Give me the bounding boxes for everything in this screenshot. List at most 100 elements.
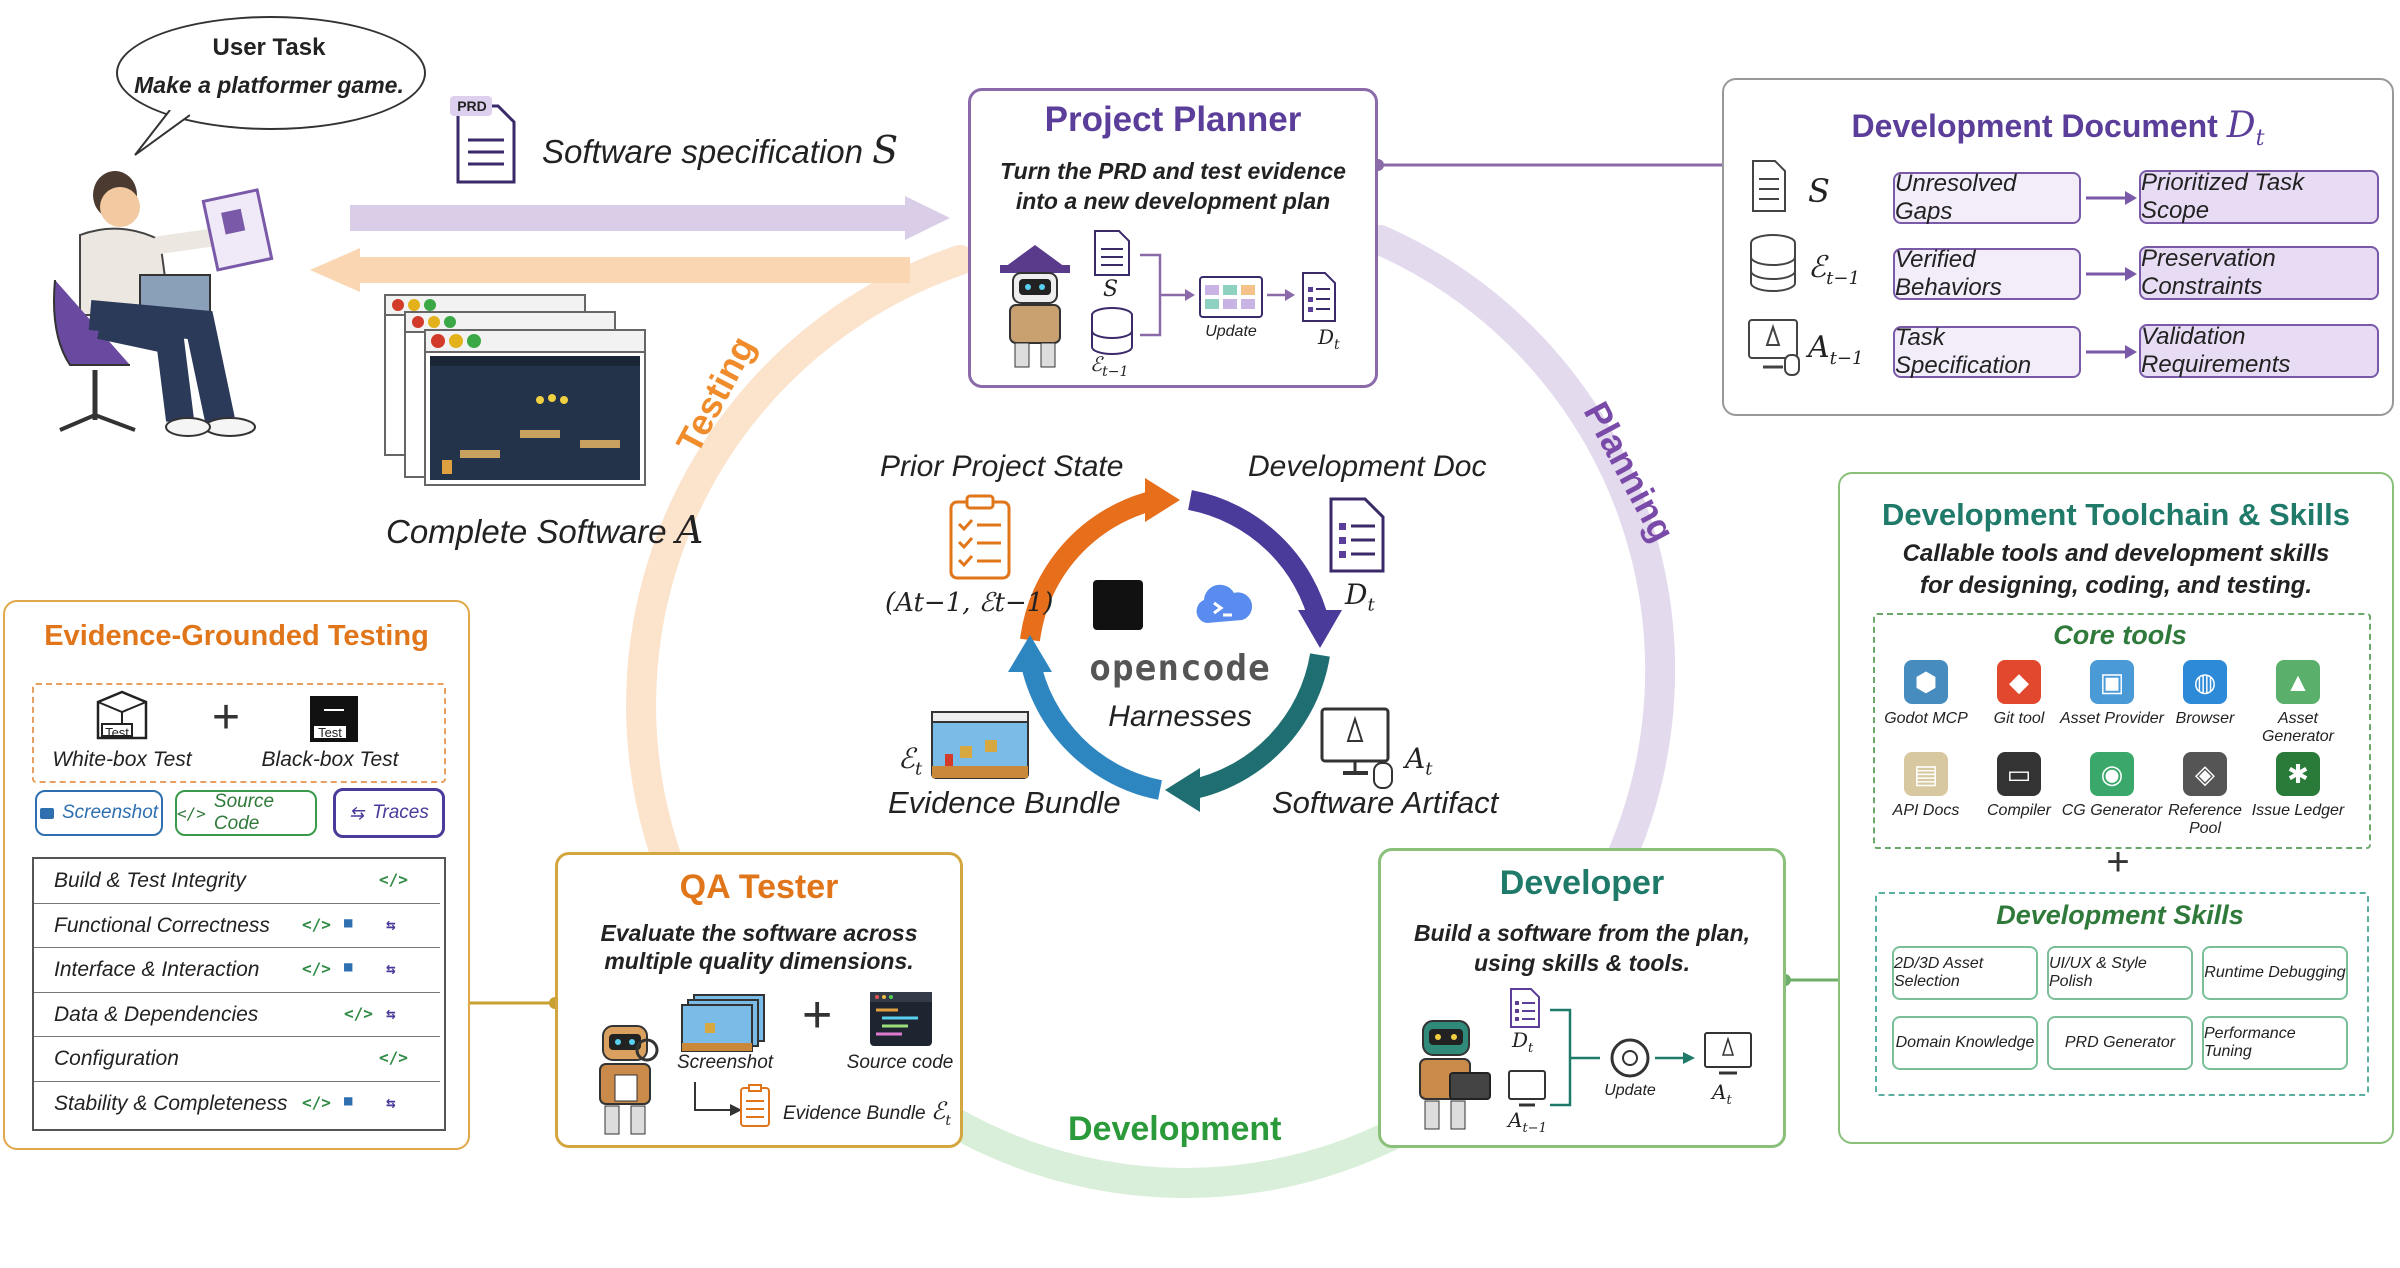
verified-behaviors-pill: Verified Behaviors	[1893, 246, 2081, 301]
qa-screenshot-label: Screenshot	[676, 1052, 774, 1073]
source-code-chip: </> Source Code	[175, 790, 317, 836]
qa-source-code-icon	[870, 992, 932, 1046]
git-tool-icon: ◆	[1997, 660, 2041, 704]
tool-label: API Docs	[1892, 802, 1960, 819]
whitebox-test-label: White-box Test	[52, 748, 192, 771]
dev-skills-title: Development Skills	[1996, 900, 2244, 930]
user-task-text: Make a platformer game.	[134, 72, 404, 98]
planner-e-label: ℰt−1	[1090, 352, 1128, 380]
reference-pool-icon: ◈	[2183, 752, 2227, 796]
tool-label: Browser	[2175, 710, 2235, 727]
artifact-sym: A	[1405, 742, 1426, 775]
code-icon: </>	[302, 959, 331, 978]
api-docs-icon: ▤	[1904, 752, 1948, 796]
tool-label: Compiler	[1986, 802, 2051, 819]
bubble-tail-icon	[134, 110, 190, 156]
developer-robot-icon	[1419, 1020, 1491, 1130]
dev-doc-row1-sym: S	[1808, 172, 1830, 210]
tool-label: Reference Pool	[2168, 802, 2242, 837]
quality-row: Interface & Interaction</>■⇆	[34, 948, 440, 993]
browser-icon: ◍	[2183, 660, 2227, 704]
trace-icon: ⇆	[386, 1003, 396, 1023]
core-tools-title: Core tools	[2053, 620, 2187, 650]
dev-d-sub: t	[1528, 1041, 1534, 1056]
code-icon: </>	[379, 870, 408, 889]
dev-out-sub: t	[1726, 1093, 1732, 1108]
developer-flow-icons	[1508, 988, 1752, 1107]
qa-bundle-arrow	[694, 1082, 742, 1116]
skill-chip: 2D/3D Asset Selection	[1892, 946, 2038, 1000]
developer-desc-line2: using skills & tools.	[1474, 950, 1690, 976]
complete-software-text: Complete Software	[386, 513, 667, 550]
dev-doc-title-text: Development Document	[1851, 108, 2218, 144]
spec-label: Software specification S	[542, 128, 898, 172]
planner-d-sym: D	[1318, 325, 1335, 349]
dev-doc-row3-symbol: At−1	[1808, 330, 1863, 369]
dev-doc-row2-sub: t−1	[1826, 268, 1860, 289]
plus-sign: +	[212, 691, 241, 744]
tool-label: Git tool	[1993, 710, 2045, 727]
blackbox-test-tag: Test	[318, 725, 342, 740]
qa-bundle-sub: t	[945, 1112, 952, 1129]
planner-e-sym: ℰ	[1090, 352, 1103, 376]
dev-doc-arrows	[2086, 191, 2137, 359]
trace-icon: ⇆	[386, 1092, 396, 1112]
screenshot-chip: Screenshot	[35, 790, 163, 836]
dev-doc-row1-symbol: S	[1808, 172, 1830, 210]
user-task-bubble	[116, 16, 426, 130]
quality-row-label: Configuration	[54, 1047, 179, 1070]
planner-d-label: Dt	[1318, 325, 1340, 353]
planner-e-sub: t−1	[1102, 364, 1129, 380]
dev-out-sym: A	[1712, 1080, 1727, 1104]
quality-row-label: Data & Dependencies	[54, 1002, 259, 1026]
dev-doc-sym: D	[1345, 578, 1368, 611]
qa-desc-line1: Evaluate the software across	[600, 920, 918, 946]
dev-doc-row2-sym: ℰ	[1808, 250, 1827, 285]
developer-title: Developer	[1499, 864, 1665, 902]
dev-doc-row-icons	[1748, 160, 1800, 376]
planner-d-sub: t	[1334, 337, 1340, 353]
software-artifact-icon	[1320, 707, 1393, 789]
development-label: Development	[1068, 1110, 1282, 1148]
evidence-bundle-label: Evidence Bundle	[888, 785, 1121, 820]
evidence-sym: ℰ	[898, 742, 915, 775]
dev-doc-title-sub: t	[2255, 126, 2265, 152]
code-icon: </>	[302, 914, 331, 934]
code-icon: </>	[344, 1003, 373, 1023]
quality-row-label: Interface & Interaction	[54, 958, 260, 981]
user-task-title: User Task	[212, 34, 326, 61]
test-types-box	[32, 683, 446, 783]
dev-doc-title-symbol: Dt	[2227, 105, 2265, 151]
trace-icon: ⇆	[386, 914, 396, 934]
evidence-bundle-icon	[931, 711, 1029, 779]
qa-bundle-text: Evidence Bundle	[783, 1103, 926, 1124]
tool-label: Asset Generator	[2261, 710, 2335, 745]
quality-row-label: Build & Test Integrity	[54, 869, 246, 892]
tool-label: Godot MCP	[1884, 710, 1968, 727]
terminal-cloud-icon	[1196, 584, 1252, 623]
video-camera-icon: ■	[344, 914, 353, 931]
qa-plus: +	[802, 986, 833, 1044]
dev-d-label: Dt	[1512, 1028, 1533, 1056]
skill-chip: Performance Tuning	[2202, 1016, 2348, 1070]
quality-row: Stability & Completeness</>■⇆	[34, 1082, 440, 1127]
quality-row: Build & Test Integrity </>	[34, 859, 440, 904]
compiler-icon: ▭	[1997, 752, 2041, 796]
planner-robot-icon	[1000, 245, 1070, 368]
qa-bundle-checklist-icon	[740, 1084, 770, 1127]
planner-desc-line1: Turn the PRD and test evidence	[1000, 158, 1346, 184]
screenshot-chip-label: Screenshot	[61, 802, 159, 823]
spec-symbol: S	[872, 128, 899, 172]
code-icon: </>	[379, 1048, 408, 1067]
quality-row: Data & Dependencies </> ⇆	[34, 993, 440, 1037]
prior-project-state-label: Prior Project State	[880, 450, 1124, 483]
toolchain-title: Development Toolchain & Skills	[1882, 497, 2350, 532]
dev-doc-row3-sym: A	[1808, 330, 1830, 365]
video-camera-icon: ■	[344, 1092, 353, 1109]
traces-chip-label: Traces	[372, 802, 429, 823]
square-logo-icon	[1093, 580, 1143, 630]
developer-desc-line1: Build a software from the plan,	[1413, 920, 1751, 946]
trace-icon: ⇆	[386, 959, 396, 978]
quality-row-label: Stability & Completeness	[54, 1091, 288, 1115]
video-camera-icon	[39, 807, 54, 819]
